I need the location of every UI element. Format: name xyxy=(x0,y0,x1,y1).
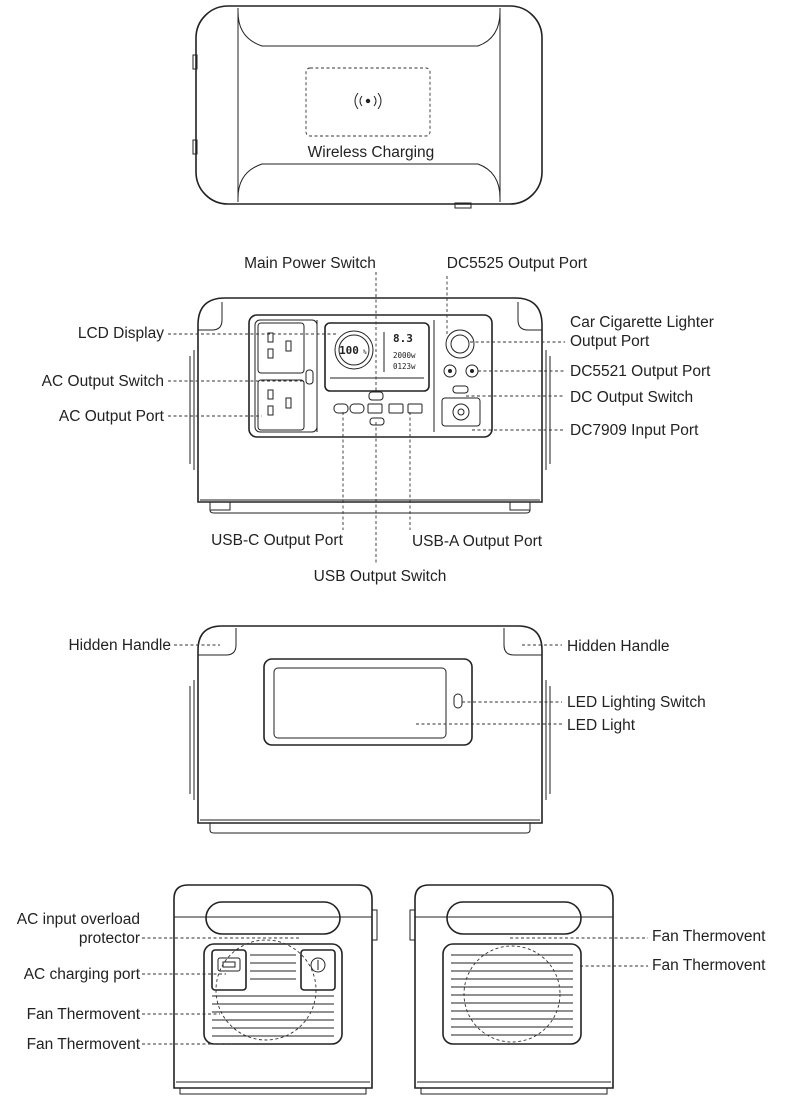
front-leader-lines xyxy=(168,272,565,565)
led-lighting-switch[interactable] xyxy=(453,693,463,709)
rear-panel-right xyxy=(442,943,582,1045)
hidden-handle-left-label: Hidden Handle xyxy=(68,637,171,654)
wireless-icon xyxy=(354,92,382,110)
main-power-switch-label: Main Power Switch xyxy=(244,255,376,272)
top-view: Wireless Charging xyxy=(192,5,543,209)
rear-view-right: Fan Thermovent Fan Thermovent xyxy=(409,884,766,1095)
ac-output-switch-label: AC Output Switch xyxy=(42,373,164,390)
wireless-pad xyxy=(305,67,431,137)
fan-thermovent-right-label-1: Fan Thermovent xyxy=(652,928,766,945)
ac-output-port[interactable] xyxy=(257,322,305,431)
usb-switch-label: USB Output Switch xyxy=(314,568,447,585)
dc5521-output-port[interactable] xyxy=(443,364,479,378)
fan-thermovent-left xyxy=(212,954,334,1037)
usb-a-label: USB-A Output Port xyxy=(412,533,543,550)
lcd-percent: 100 xyxy=(339,344,359,357)
usb-c-label: USB-C Output Port xyxy=(211,532,343,549)
led-light xyxy=(273,667,447,739)
lcd-mid-value: 2000w xyxy=(393,351,416,360)
hidden-handle-right-label: Hidden Handle xyxy=(567,638,670,655)
ac-charging-port[interactable] xyxy=(211,949,247,991)
rear-view-left: AC input overload protector AC charging … xyxy=(17,884,378,1095)
usb-a-output-port[interactable] xyxy=(367,403,423,414)
fan-thermovent-left-label-2: Fan Thermovent xyxy=(27,1036,141,1053)
usb-c-output-port[interactable] xyxy=(333,403,365,414)
side-view: Hidden Handle Hidden Handle LED Lighting… xyxy=(68,625,706,834)
main-power-switch[interactable] xyxy=(368,391,384,401)
rear-handle-right xyxy=(446,901,582,935)
lcd-low-value: 0123w xyxy=(393,362,416,371)
lcd-top-value: 8.3 xyxy=(393,332,413,345)
led-light-label: LED Light xyxy=(567,717,636,734)
lcd-display-label: LCD Display xyxy=(78,325,164,342)
ac-input-overload-label-line2: protector xyxy=(79,930,140,947)
dc5525-label: DC5525 Output Port xyxy=(447,255,588,272)
dc-output-switch[interactable] xyxy=(452,385,469,394)
ac-charging-port-label: AC charging port xyxy=(24,966,141,983)
rear-panel-left xyxy=(203,943,343,1045)
dc5521-label: DC5521 Output Port xyxy=(570,363,711,380)
car-lighter-label-line2: Output Port xyxy=(570,333,650,350)
led-switch-label: LED Lighting Switch xyxy=(567,694,706,711)
car-lighter-label-line1: Car Cigarette Lighter xyxy=(570,314,714,331)
lcd-percent-unit: % xyxy=(363,349,367,356)
front-view: 100 % 8.3 2000w 0123w xyxy=(42,255,714,585)
lcd-display: 100 % 8.3 2000w 0123w xyxy=(324,322,430,392)
usb-output-switch[interactable] xyxy=(369,417,385,426)
ac-output-port-label: AC Output Port xyxy=(59,408,165,425)
fan-thermovent-right xyxy=(451,954,573,1036)
rear-handle xyxy=(205,901,341,935)
ac-input-overload-protector[interactable] xyxy=(300,949,336,991)
dc7909-label: DC7909 Input Port xyxy=(570,422,699,439)
fan-thermovent-left-label-1: Fan Thermovent xyxy=(27,1006,141,1023)
ac-output-switch[interactable] xyxy=(305,369,314,385)
car-cigarette-lighter-port[interactable] xyxy=(445,329,475,359)
top-handle-curve xyxy=(237,11,501,47)
control-panel xyxy=(248,314,493,438)
ac-input-overload-label-line1: AC input overload xyxy=(17,911,140,928)
dc-output-switch-label: DC Output Switch xyxy=(570,389,693,406)
wireless-charging-label: Wireless Charging xyxy=(308,144,435,161)
fan-thermovent-right-label-2: Fan Thermovent xyxy=(652,957,766,974)
dc7909-input-port[interactable] xyxy=(441,397,481,427)
